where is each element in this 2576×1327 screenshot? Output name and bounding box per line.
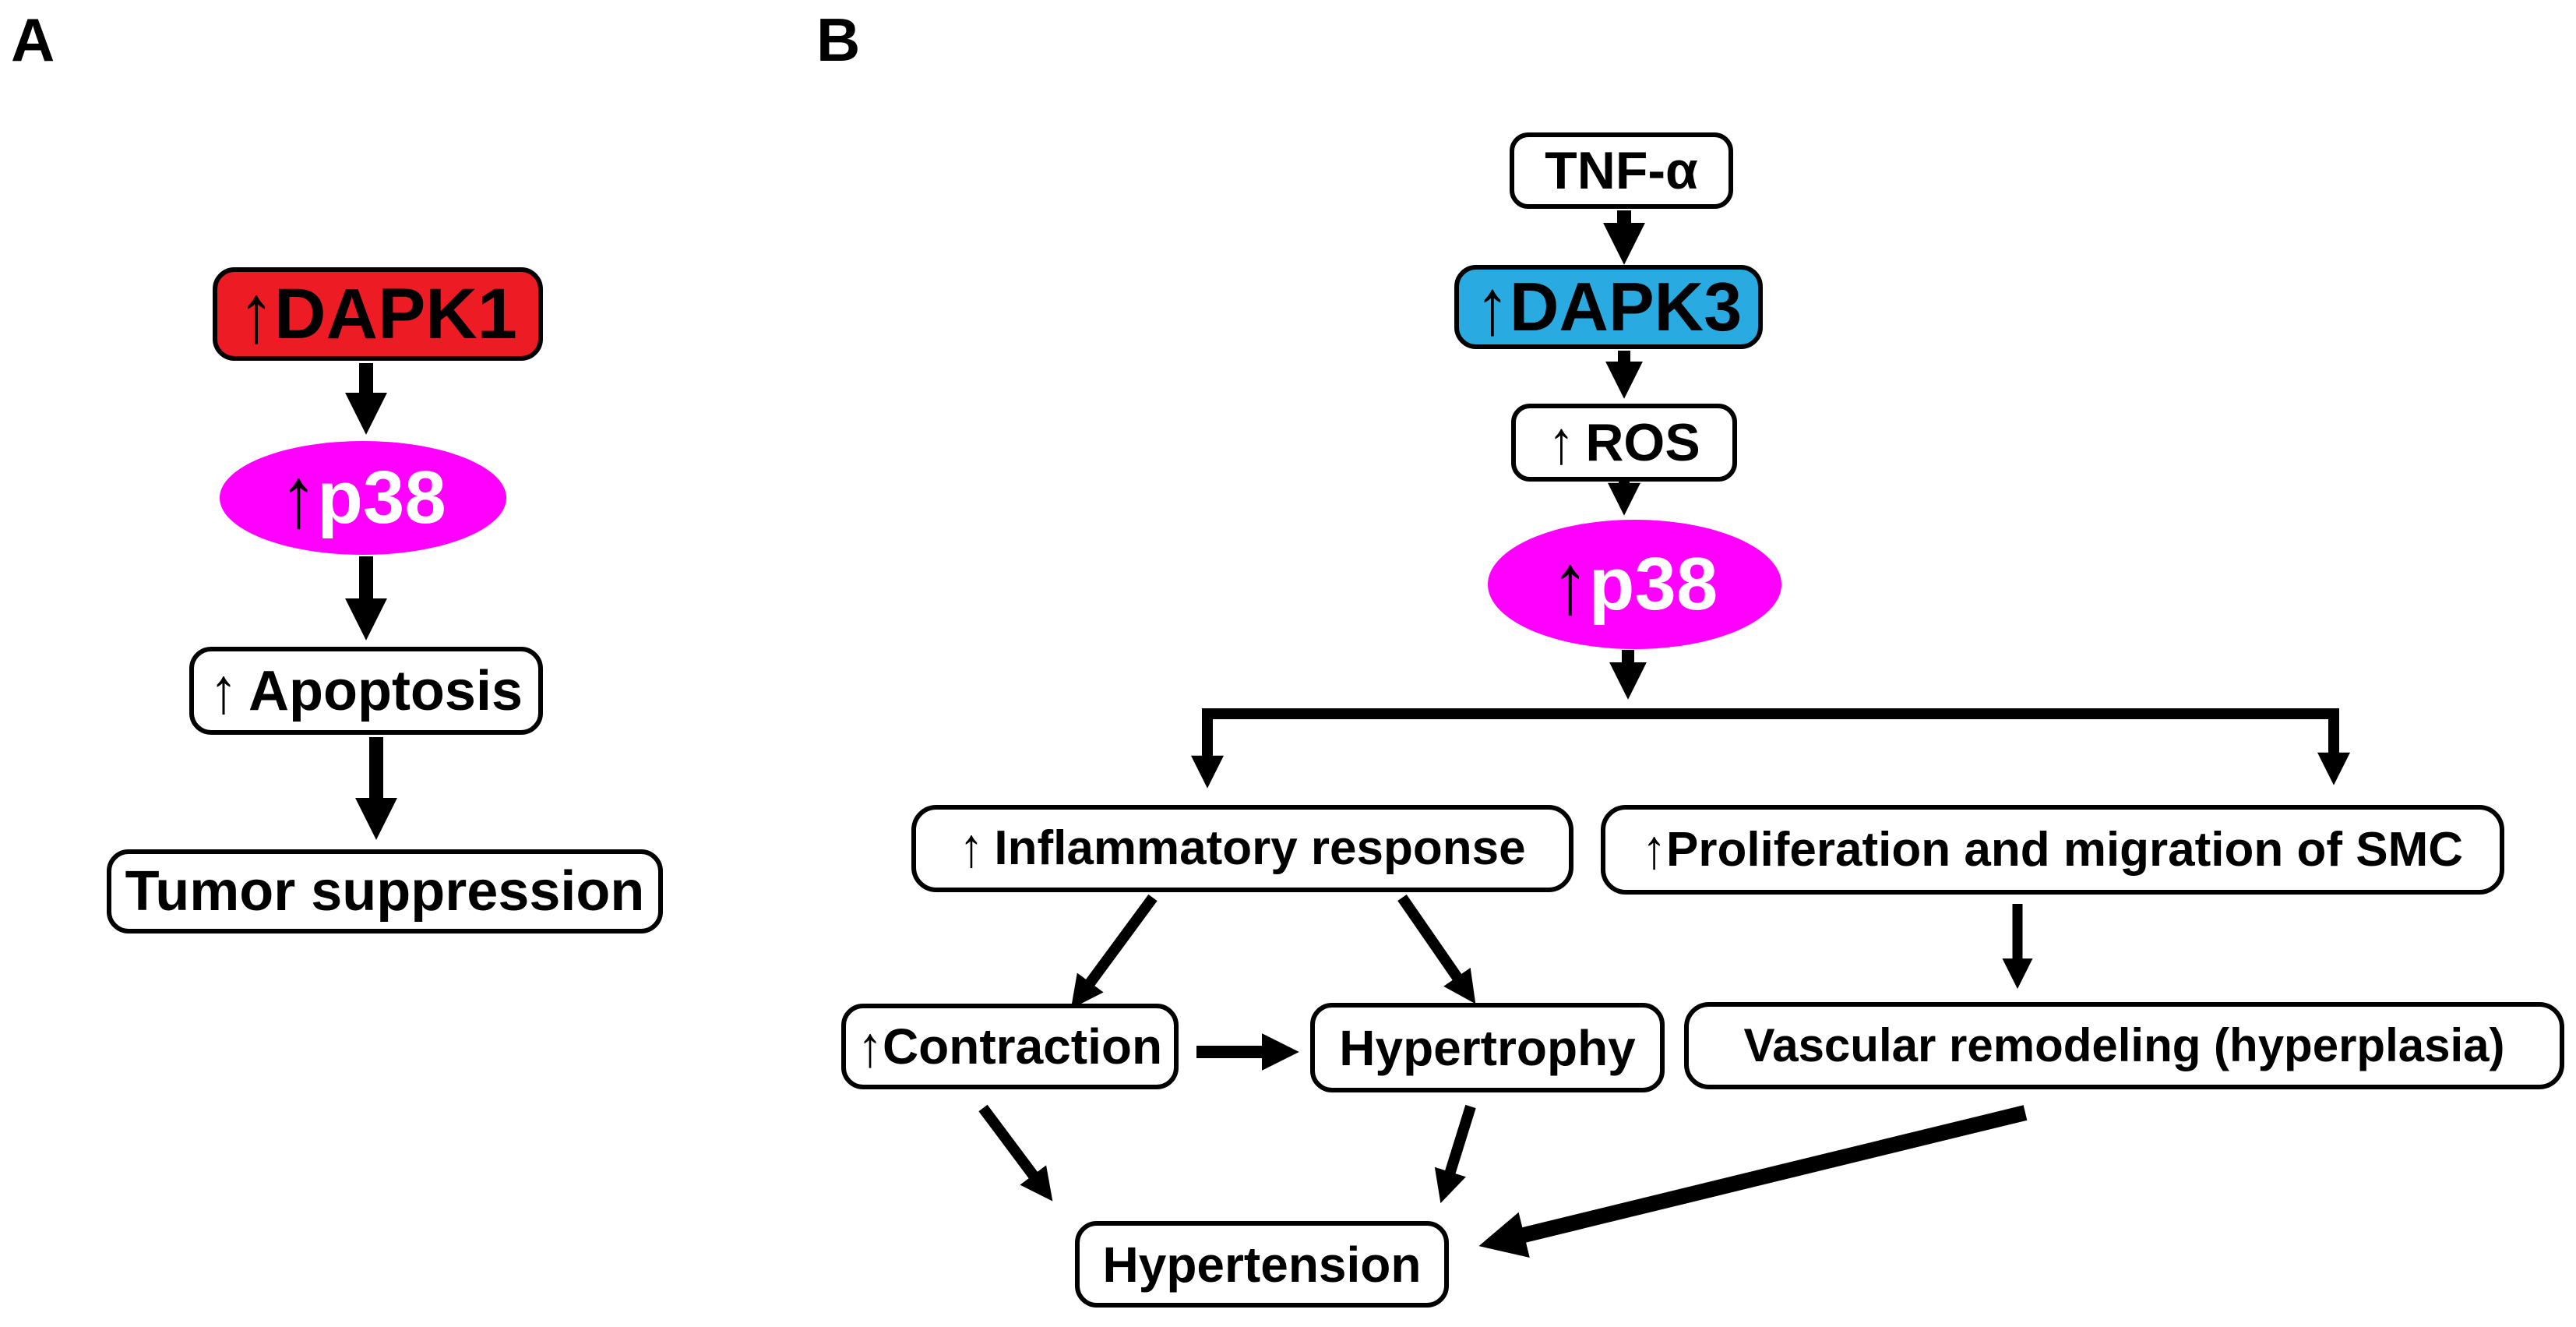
node-dapk1-label: DAPK1 [274, 274, 517, 354]
panel-b-label: B [816, 5, 861, 74]
node-ros-label: ROS [1585, 413, 1700, 472]
node-p38-panel-a: ↑p38 [220, 441, 506, 555]
node-p38-label: p38 [1588, 542, 1718, 626]
node-contraction: ↑Contraction [841, 1004, 1179, 1089]
panel-a-label: A [11, 5, 55, 74]
arrow-inflammatory-to-hypertrophy [1397, 895, 1476, 1004]
node-tumor-suppression-label: Tumor suppression [125, 860, 645, 923]
node-inflammatory-response: ↑Inflammatory response [911, 805, 1573, 892]
arrow-contraction-to-hypertension [978, 1104, 1053, 1202]
node-tnf-alpha: TNF-α [1510, 132, 1733, 209]
node-tnf-alpha-label: TNF-α [1545, 141, 1698, 200]
node-hypertrophy-label: Hypertrophy [1339, 1019, 1636, 1076]
node-proliferation-migration-smc-label: Proliferation and migration of SMC [1665, 822, 2464, 877]
node-hypertension-label: Hypertension [1102, 1236, 1422, 1293]
node-dapk3: ↑DAPK3 [1454, 265, 1763, 349]
node-p38-label: p38 [317, 456, 446, 539]
arrow-hypertrophy-to-hypertension [1434, 1104, 1476, 1204]
node-tumor-suppression: Tumor suppression [107, 849, 663, 933]
node-contraction-label: Contraction [882, 1018, 1163, 1075]
node-apoptosis: ↑Apoptosis [189, 647, 543, 735]
node-ros: ↑ROS [1511, 404, 1737, 482]
node-proliferation-migration-smc: ↑Proliferation and migration of SMC [1601, 805, 2504, 895]
arrow-inflammatory-to-contraction [1070, 894, 1158, 1009]
node-vascular-remodeling-label: Vascular remodeling (hyperplasia) [1743, 1019, 2505, 1071]
node-hypertrophy: Hypertrophy [1310, 1003, 1665, 1092]
node-p38-panel-b: ↑p38 [1488, 520, 1781, 649]
node-dapk3-label: DAPK3 [1509, 268, 1743, 345]
node-hypertension: Hypertension [1075, 1221, 1449, 1308]
node-apoptosis-label: Apoptosis [248, 659, 523, 722]
node-vascular-remodeling: Vascular remodeling (hyperplasia) [1684, 1002, 2564, 1089]
node-dapk1: ↑DAPK1 [213, 267, 543, 361]
node-inflammatory-response-label: Inflammatory response [994, 821, 1526, 875]
arrow-vascular-to-hypertension [1478, 1105, 2028, 1258]
